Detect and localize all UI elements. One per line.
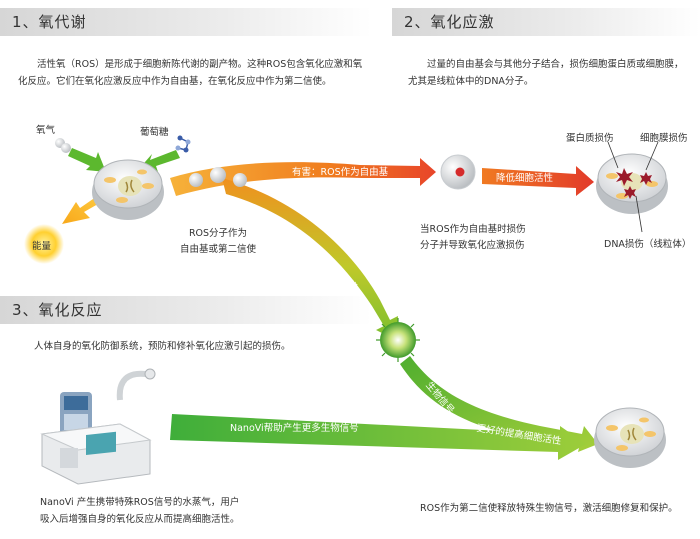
section-title-3: 3、氧化反应 <box>0 296 372 324</box>
label-glucose: 葡萄糖 <box>140 127 169 138</box>
label-reduce-activity: 降低细胞活性 <box>496 173 554 184</box>
label-dna-damage: DNA损伤（线粒体） <box>604 239 692 250</box>
ros-sphere <box>189 173 203 187</box>
label-ros-molecule: ROS分子作为 自由基或第二信使 <box>180 228 257 255</box>
label-nanovi-arrow: NanoVi帮助产生更多生物信号 <box>230 423 359 434</box>
section-title-1: 1、氧代谢 <box>0 8 372 36</box>
ros-sphere-2 <box>210 167 226 183</box>
beneficial-arrow <box>222 178 398 340</box>
harmful-arrow <box>170 158 436 196</box>
free-radical <box>440 154 476 190</box>
cell-healthy <box>594 407 666 468</box>
label-protein-damage: 蛋白质损伤 <box>566 133 614 144</box>
oxygen-arrow <box>68 148 106 172</box>
oxygen-molecule-2 <box>61 143 71 153</box>
section-3-text: 人体自身的氧化防御系统，预防和修补氧化应激引起的损伤。 <box>34 341 291 352</box>
label-free-radical-damage: 当ROS作为自由基时损伤 分子并导致氧化应激损伤 <box>420 224 526 251</box>
section-1-text: 活性氧（ROS）是形成于细胞新陈代谢的副产物。这种ROS包含氧化应激和氧化反应。… <box>18 59 363 87</box>
biosignal-arrow <box>400 356 598 452</box>
label-harmful: 有害：ROS作为自由基 <box>292 167 389 178</box>
label-oxygen: 氧气 <box>36 125 56 136</box>
ros-sphere-3 <box>233 173 247 187</box>
biosignal-burst <box>376 318 420 362</box>
section-title-1-text: 1、氧代谢 <box>12 13 87 31</box>
section-title-2-text: 2、氧化应激 <box>404 13 495 31</box>
nanovi-device <box>40 368 156 485</box>
cell-damaged <box>596 141 668 233</box>
label-membrane-damage: 细胞膜损伤 <box>640 133 688 144</box>
label-nanovi-desc: NanoVi 产生携带特殊ROS信号的水蒸气，用户 吸入后增强自身的氧化反应从而… <box>40 497 240 525</box>
energy-sun <box>24 224 64 264</box>
cell-metabolism <box>92 159 164 220</box>
reduce-activity-arrow <box>482 166 594 196</box>
glucose-molecule <box>175 135 191 153</box>
section-title-3-text: 3、氧化反应 <box>12 301 103 319</box>
label-energy: 能量 <box>32 241 52 252</box>
label-second-messenger: ROS作为第二信使释放特殊生物信号，激活细胞修复和保护。 <box>420 503 678 514</box>
nanovi-arrow <box>170 414 586 460</box>
section-title-2: 2、氧化应激 <box>392 8 700 36</box>
section-2-text: 过量的自由基会与其他分子结合，损伤细胞蛋白质或细胞膜，尤其是线粒体中的DNA分子… <box>408 59 684 87</box>
